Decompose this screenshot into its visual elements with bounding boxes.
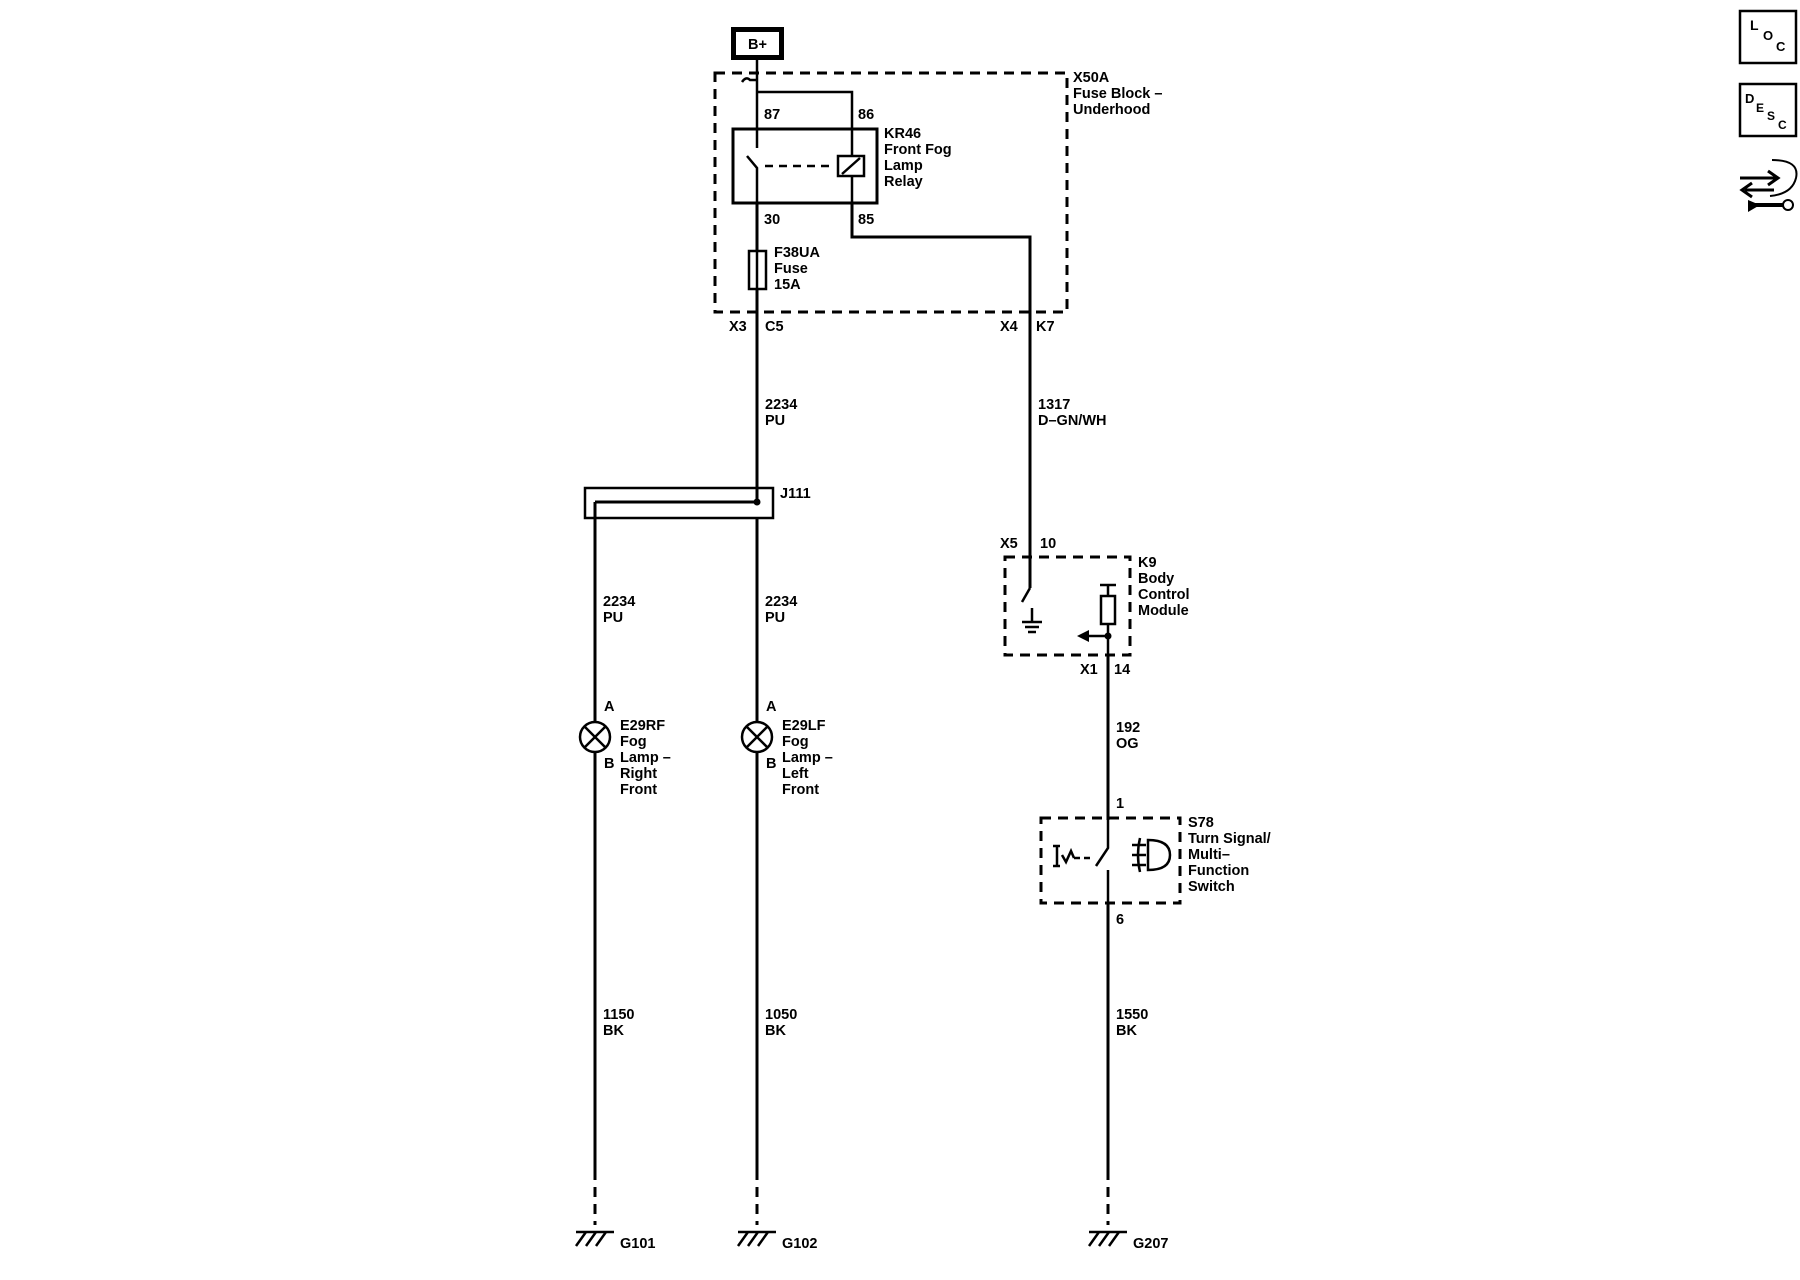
wire-1550-circuit: 1550	[1116, 1007, 1148, 1023]
b-plus-label: B+	[748, 37, 767, 53]
wire-1050-circuit: 1050	[765, 1007, 797, 1023]
desc-letter-d: D	[1745, 91, 1754, 106]
bcm-pullup-input	[1077, 583, 1117, 655]
wire-2234-top-circuit: 2234	[765, 397, 797, 413]
desc-button-icon[interactable]: D E S C	[1738, 82, 1798, 138]
fuse-block-id: X50A	[1073, 70, 1110, 86]
relay-pin-30: 30	[764, 212, 780, 228]
ground-g101: G101	[620, 1236, 655, 1252]
loc-letter-c: C	[1776, 39, 1786, 54]
loc-letter-l: L	[1750, 17, 1759, 33]
ground-g102-symbol	[736, 1230, 776, 1247]
wire-1050-color: BK	[765, 1023, 786, 1039]
relay-86-feed-wire	[757, 90, 854, 129]
bcm-low-side-driver	[1020, 587, 1042, 634]
battery-positive-source: B+	[731, 27, 784, 60]
lamp-rf-name-3: Right	[620, 766, 657, 782]
switch-manual-actuator-icon	[1053, 844, 1076, 868]
wire-192-circuit: 192	[1116, 720, 1140, 736]
fog-lamp-relay	[731, 127, 879, 205]
bcm-pin-10: 10	[1040, 536, 1056, 552]
lamp-rf-pin-b: B	[604, 756, 614, 772]
wire-2234-left-color: PU	[603, 610, 623, 626]
ground-g101-symbol	[574, 1230, 614, 1247]
desc-letter-e: E	[1756, 101, 1764, 115]
switch-contact	[1074, 818, 1110, 903]
fuse-block-conn-x4: X4	[1000, 319, 1018, 335]
ground-g207: G207	[1133, 1236, 1168, 1252]
wire-2234-top-color: PU	[765, 413, 785, 429]
relay-pin-85: 85	[858, 212, 874, 228]
fog-lamp-right-front	[578, 720, 612, 754]
bcm-name-3: Module	[1138, 603, 1189, 619]
lamp-lf-id: E29LF	[782, 718, 826, 734]
wire-1550-color: BK	[1116, 1023, 1137, 1039]
bcm-name-2: Control	[1138, 587, 1190, 603]
splice-id: J111	[780, 486, 811, 502]
wire-1150-color: BK	[603, 1023, 624, 1039]
fuse-name-2: 15A	[774, 277, 801, 293]
lamp-lf-name-4: Front	[782, 782, 819, 798]
wire-1317-circuit: 1317	[1038, 397, 1070, 413]
relay-pin-87: 87	[764, 107, 780, 123]
multifunction-switch-outline	[1039, 816, 1182, 905]
bcm-conn-x1: X1	[1080, 662, 1098, 678]
connector-end-view-icon[interactable]	[1739, 159, 1798, 212]
fuse-block-outline	[713, 71, 1069, 314]
lamp-lf-name-2: Lamp –	[782, 750, 833, 766]
relay-name-1: Front Fog	[884, 142, 952, 158]
fuse-block-conn-x3: X3	[729, 319, 747, 335]
bcm-name-1: Body	[1138, 571, 1174, 587]
lamp-rf-name-1: Fog	[620, 734, 647, 750]
bcm-outline	[1003, 555, 1132, 657]
wire-2234-right-circuit: 2234	[765, 594, 797, 610]
bcm-id: K9	[1138, 555, 1157, 571]
lamp-rf-name-4: Front	[620, 782, 657, 798]
switch-pin-1: 1	[1116, 796, 1124, 812]
switch-pin-6: 6	[1116, 912, 1124, 928]
fog-lamp-indicator-icon	[1132, 837, 1172, 873]
splice-j111	[583, 486, 775, 520]
lamp-rf-id: E29RF	[620, 718, 665, 734]
ground-g102: G102	[782, 1236, 817, 1252]
wire-192-color: OG	[1116, 736, 1139, 752]
fuse-block-name-2: Underhood	[1073, 102, 1150, 118]
relay-name-2: Lamp	[884, 158, 923, 174]
wire-2234-right-color: PU	[765, 610, 785, 626]
loc-letter-o: O	[1763, 28, 1773, 43]
switch-name-3: Function	[1188, 863, 1249, 879]
loc-button-icon[interactable]: L O C	[1738, 9, 1798, 65]
fog-lamp-left-front	[740, 720, 774, 754]
lamp-rf-name-2: Lamp –	[620, 750, 671, 766]
desc-letter-s: S	[1767, 109, 1775, 123]
ground-g207-symbol	[1087, 1230, 1127, 1247]
wire-1317-color: D–GN/WH	[1038, 413, 1106, 429]
lamp-lf-pin-b: B	[766, 756, 776, 772]
fuse-block-pin-k7: K7	[1036, 319, 1055, 335]
lamp-rf-pin-a: A	[604, 699, 615, 715]
relay-pin-86: 86	[858, 107, 874, 123]
wire-1150-circuit: 1150	[603, 1007, 634, 1023]
relay-85-output-wire	[850, 203, 1032, 312]
switch-name-1: Turn Signal/	[1188, 831, 1271, 847]
lamp-lf-name-3: Left	[782, 766, 809, 782]
desc-letter-c: C	[1778, 118, 1787, 132]
wire-2234-left-circuit: 2234	[603, 594, 635, 610]
relay-id: KR46	[884, 126, 921, 142]
bcm-conn-x5: X5	[1000, 536, 1018, 552]
switch-name-4: Switch	[1188, 879, 1235, 895]
fuse-name-1: Fuse	[774, 261, 808, 277]
bcm-pin-14: 14	[1114, 662, 1130, 678]
fuse-block-name-1: Fuse Block –	[1073, 86, 1162, 102]
lamp-lf-pin-a: A	[766, 699, 777, 715]
fuse-id: F38UA	[774, 245, 820, 261]
switch-id: S78	[1188, 815, 1214, 831]
b-plus-entry-arc	[740, 77, 757, 83]
lamp-lf-name-1: Fog	[782, 734, 809, 750]
switch-name-2: Multi–	[1188, 847, 1230, 863]
fuse-block-pin-c5: C5	[765, 319, 784, 335]
relay-name-3: Relay	[884, 174, 923, 190]
